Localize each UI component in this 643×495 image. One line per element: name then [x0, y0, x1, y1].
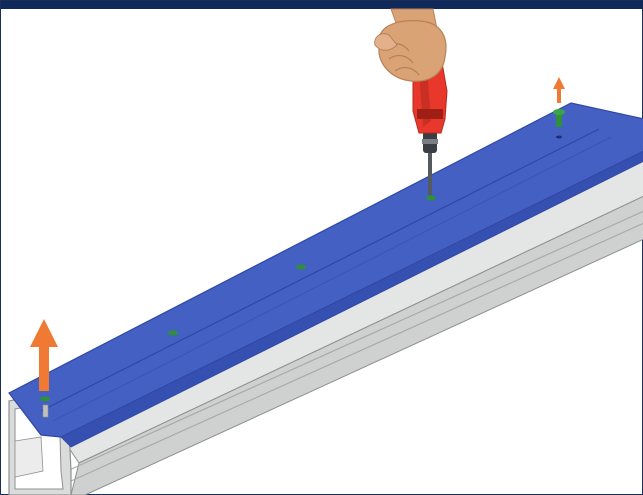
screw-icon — [296, 264, 306, 270]
trunking-base — [8, 160, 643, 495]
hand-thumb — [374, 33, 398, 51]
up-arrow-icon — [553, 77, 565, 103]
up-arrow-icon — [30, 319, 58, 391]
screw-icon — [556, 113, 562, 127]
trunking-end-lip — [14, 436, 44, 478]
trunking-cover — [8, 102, 643, 448]
drill-bit — [428, 151, 432, 195]
screw-head — [553, 109, 565, 115]
trunking-groove-line — [70, 222, 643, 482]
hand-fist — [378, 20, 447, 82]
trunking-base-side-face — [70, 195, 643, 495]
cover-ridge-line — [52, 136, 612, 422]
screw-icon — [40, 396, 50, 402]
drill-chuck-band — [422, 139, 438, 144]
screw-icon — [426, 195, 436, 201]
screw-icon — [168, 330, 178, 336]
screw-hole — [556, 135, 562, 139]
trunking-base-top-face — [58, 160, 643, 464]
header-bar — [1, 1, 643, 9]
cover-front-edge — [60, 151, 643, 448]
screw-icon — [42, 404, 49, 418]
screws — [40, 109, 565, 418]
trunking-groove-line — [66, 210, 643, 472]
cover-ridge-line — [40, 128, 600, 412]
drill-grip — [417, 109, 443, 119]
hand-icon — [374, 8, 447, 82]
